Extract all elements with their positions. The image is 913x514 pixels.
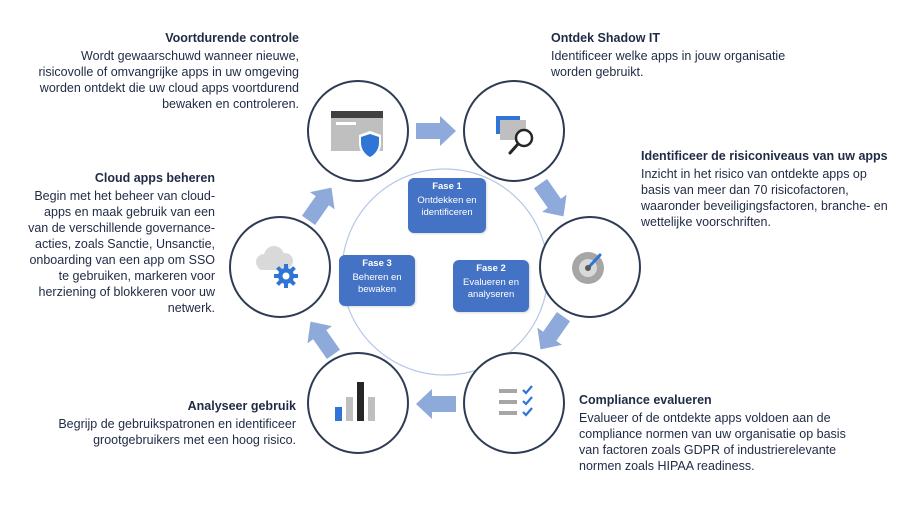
phase-1-box: Fase 1 Ontdekken en identificeren bbox=[408, 178, 486, 233]
phase-3-description: Beheren en bewaken bbox=[352, 272, 402, 295]
cloud-gear-icon bbox=[256, 246, 298, 288]
phase-3-title: Fase 3 bbox=[362, 258, 392, 269]
section-continuous: Voortdurende controle Wordt gewaarschuwd… bbox=[29, 30, 299, 112]
checklist-icon bbox=[499, 385, 533, 417]
section-risk-title: Identificeer de risiconiveaus van uw app… bbox=[641, 149, 888, 163]
section-manage: Cloud apps beheren Begin met het beheer … bbox=[25, 170, 215, 316]
phase-1-title: Fase 1 bbox=[432, 181, 462, 192]
section-manage-title: Cloud apps beheren bbox=[94, 171, 215, 185]
bar-chart-icon bbox=[335, 382, 375, 421]
section-manage-body: Begin met het beheer van cloud-apps en m… bbox=[28, 189, 215, 315]
section-compliance: Compliance evalueren Evalueer of de ontd… bbox=[579, 392, 854, 474]
arrow-2-to-3 bbox=[533, 179, 567, 217]
section-continuous-title: Voortdurende controle bbox=[165, 31, 299, 45]
section-risk-body: Inzicht in het risico van ontdekte apps … bbox=[641, 167, 888, 229]
section-compliance-title: Compliance evalueren bbox=[579, 393, 712, 407]
arrow-5-to-6 bbox=[307, 321, 341, 359]
phase-3-box: Fase 3 Beheren en bewaken bbox=[339, 255, 415, 306]
section-risk: Identificeer de risiconiveaus van uw app… bbox=[641, 148, 891, 230]
section-usage-title: Analyseer gebruik bbox=[187, 399, 296, 413]
stage-circle-usage bbox=[307, 352, 409, 454]
section-shadow-it: Ontdek Shadow IT Identificeer welke apps… bbox=[551, 30, 801, 80]
phase-2-description: Evalueren en analyseren bbox=[463, 277, 519, 300]
section-compliance-body: Evalueer of de ontdekte apps voldoen aan… bbox=[579, 411, 846, 473]
phase-2-title: Fase 2 bbox=[476, 263, 506, 274]
section-shadow-it-body: Identificeer welke apps in jouw organisa… bbox=[551, 49, 786, 79]
arrow-6-to-1 bbox=[301, 187, 335, 225]
stage-circle-manage bbox=[229, 216, 331, 318]
stage-circle-shadow-it bbox=[463, 80, 565, 182]
section-shadow-it-title: Ontdek Shadow IT bbox=[551, 31, 661, 45]
phase-2-box: Fase 2 Evalueren en analyseren bbox=[453, 260, 529, 312]
magnifier-window-icon bbox=[496, 116, 534, 155]
window-shield-icon bbox=[331, 111, 383, 160]
stage-circle-continuous bbox=[307, 80, 409, 182]
section-continuous-body: Wordt gewaarschuwd wanneer nieuwe, risic… bbox=[38, 49, 299, 111]
arrow-3-to-4 bbox=[537, 312, 571, 350]
gauge-icon bbox=[572, 252, 604, 284]
arrow-4-to-5 bbox=[416, 389, 456, 419]
section-usage: Analyseer gebruik Begrijp de gebruikspat… bbox=[51, 398, 296, 448]
section-usage-body: Begrijp de gebruikspatronen en identific… bbox=[58, 417, 296, 447]
phase-1-description: Ontdekken en identificeren bbox=[417, 195, 477, 218]
arrow-1-to-2 bbox=[416, 116, 456, 146]
stage-circle-compliance bbox=[463, 352, 565, 454]
stage-circle-risk bbox=[539, 216, 641, 318]
